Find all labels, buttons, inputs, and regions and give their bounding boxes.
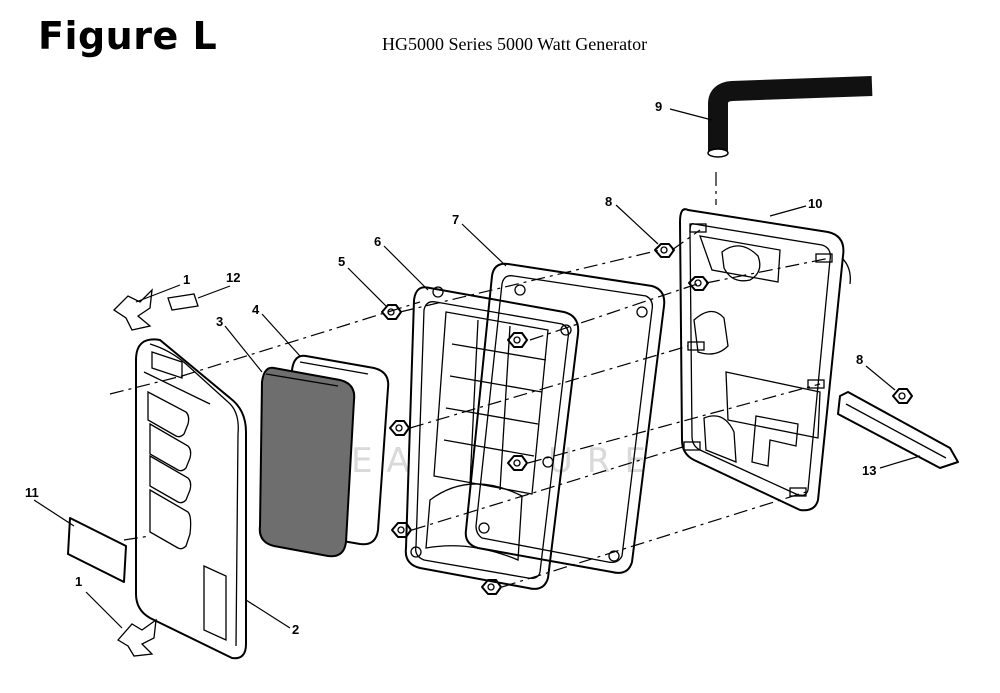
figure-subtitle: HG5000 Series 5000 Watt Generator — [382, 34, 648, 54]
callout-12: 12 — [226, 270, 240, 285]
part-9-breather-hose — [707, 76, 873, 205]
part-11-label — [67, 517, 127, 583]
callout-2: 2 — [292, 622, 299, 637]
callout-5: 5 — [338, 254, 345, 269]
part-7-gasket — [464, 262, 666, 574]
alignment-lines — [109, 229, 831, 588]
part-3-filter-element — [258, 366, 356, 558]
part-12-decal — [167, 293, 199, 311]
callout-10: 10 — [808, 196, 822, 211]
part-4-pre-filter — [286, 354, 390, 546]
figure-title: Figure L — [38, 14, 218, 58]
callout-13: 13 — [862, 463, 876, 478]
part-6-filter-housing — [404, 286, 580, 590]
callout-9: 9 — [655, 99, 662, 114]
callout-7: 7 — [452, 212, 459, 227]
callout-4: 4 — [252, 302, 260, 317]
part-10-air-cleaner-base — [679, 208, 851, 512]
leader-lines — [33, 108, 921, 629]
part-13-bracket — [837, 391, 959, 469]
callout-8-top: 8 — [605, 194, 612, 209]
part-8-nut-right — [892, 388, 913, 404]
callout-1-bottom: 1 — [75, 574, 82, 589]
part-2-cover — [135, 338, 247, 660]
callout-1-top: 1 — [183, 272, 190, 287]
part-1-clip-top — [112, 288, 153, 331]
callout-3: 3 — [216, 314, 223, 329]
callout-6: 6 — [374, 234, 381, 249]
callout-11: 11 — [25, 485, 39, 500]
callout-8-right: 8 — [856, 352, 863, 367]
part-1-clip-bottom — [116, 618, 157, 657]
